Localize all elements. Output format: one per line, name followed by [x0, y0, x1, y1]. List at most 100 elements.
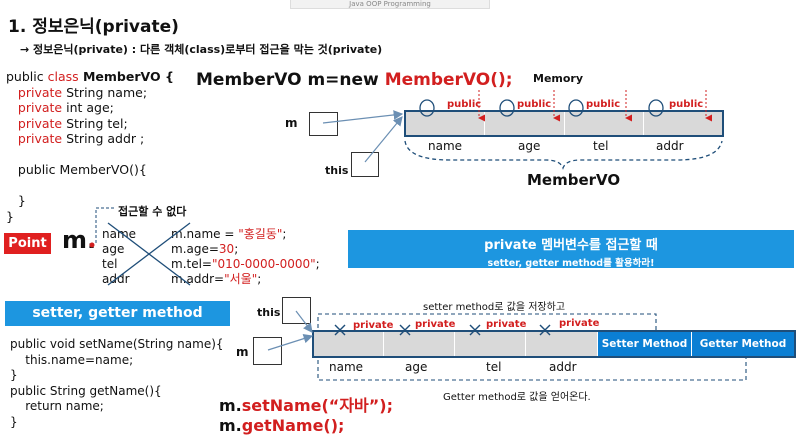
banner-line2: setter, getter method를 활용하라! — [487, 258, 655, 269]
code-line: this.name=name; — [10, 352, 134, 367]
point-field: addr — [102, 272, 130, 286]
call-var: m. — [219, 396, 242, 415]
point-badge-text: Point — [8, 236, 47, 251]
field-label-addr: addr — [656, 139, 684, 153]
header-caption-bar: Java OOP Programming — [290, 0, 490, 9]
assign-value: "홍길동" — [238, 227, 283, 241]
public-label: public — [586, 99, 621, 110]
memory-label: Memory — [533, 72, 584, 85]
code-field: String name; — [62, 84, 148, 100]
code-public: public — [6, 69, 48, 84]
code-field: String addr ; — [62, 131, 145, 146]
point-assign-list: m.name = "홍길동"; m.age=30; m.tel="010-000… — [171, 227, 320, 287]
field-line: private String addr ; — [6, 131, 174, 147]
setter-getter-heading-text: setter, getter method — [32, 305, 203, 321]
code-private-keyword: private — [17, 115, 63, 131]
assign-line: m.tel="010-0000-0000"; — [171, 257, 320, 272]
member-memory-block-2: Setter Method Getter Method — [312, 330, 796, 358]
code-class-keyword: class — [47, 69, 79, 84]
private-label: private — [415, 319, 456, 330]
header-caption: Java OOP Programming — [349, 0, 431, 8]
banner-line1: private 멤버변수를 접근할 때 — [484, 238, 658, 253]
access-hint-banner: private 멤버변수를 접근할 때 setter, getter metho… — [348, 230, 794, 269]
this-reference-box — [351, 152, 379, 177]
memory2-cell-age — [384, 332, 455, 356]
m-reference-box-2 — [253, 337, 282, 365]
new-statement: MemberVO m=new MemberVO(); — [196, 70, 513, 90]
title-number: 1. — [8, 17, 27, 37]
method-calls: m.setName(“자바”); m.getName(); — [219, 396, 393, 436]
assign-target: m.tel= — [171, 257, 212, 271]
no-access-label: 접근할 수 없다 — [118, 205, 187, 218]
code-private-keyword: private — [17, 84, 63, 100]
getter-method-cell: Getter Method — [692, 332, 794, 356]
page-subtitle: → 정보은닉(private) : 다른 객체(class)로부터 접근을 막는… — [20, 43, 383, 56]
field2-label-addr: addr — [549, 360, 577, 374]
field-line: private int age; — [6, 100, 174, 116]
memory2-cell-tel — [455, 332, 526, 356]
public-label: public — [517, 99, 552, 110]
code-field: String tel; — [62, 115, 128, 131]
class-declaration: public class MemberVO { — [6, 69, 174, 85]
assign-target: m.name = — [171, 227, 239, 241]
field2-label-name: name — [329, 360, 364, 374]
assign-target: m.age= — [171, 242, 219, 256]
this-label: this — [325, 164, 349, 177]
member-memory-block — [404, 110, 724, 137]
code-line: } — [10, 414, 18, 429]
assign-line: m.age=30; — [171, 242, 320, 257]
code-field: int age; — [62, 100, 114, 115]
statement-left: MemberVO m=new — [196, 70, 385, 90]
code-private-keyword: private — [17, 100, 63, 115]
get-call: m.getName(); — [219, 416, 393, 436]
assign-end: ; — [315, 257, 320, 271]
memory-cell-age — [485, 112, 565, 135]
private-label: private — [486, 319, 527, 330]
this-label-2: this — [257, 306, 281, 319]
public-label: public — [447, 99, 482, 110]
memory2-cell-addr — [526, 332, 598, 356]
field-label-name: name — [428, 139, 463, 153]
m-label: m — [285, 116, 298, 130]
constructor-line: public MemberVO(){ — [6, 162, 174, 178]
field-line: private String tel; — [6, 116, 174, 132]
constructor-close: } — [6, 193, 174, 209]
class-close: } — [6, 209, 174, 225]
private-label: private — [353, 320, 394, 331]
assign-end: ; — [234, 242, 239, 256]
getter-path — [317, 358, 747, 381]
point-badge: Point — [4, 233, 51, 254]
assign-value: 30 — [218, 242, 235, 256]
class-code-block: public class MemberVO { private String n… — [6, 69, 174, 224]
field-line: private String name; — [6, 85, 174, 101]
setter-caption: setter method로 값을 저장하고 — [423, 302, 566, 313]
field2-label-age: age — [405, 360, 428, 374]
assign-end: ; — [282, 227, 287, 241]
title-text: 정보은닉(private) — [32, 17, 179, 37]
setter-method-label: Setter Method — [601, 338, 688, 350]
set-call: m.setName(“자바”); — [219, 396, 393, 416]
point-field: tel — [102, 257, 118, 271]
point-field: age — [102, 242, 125, 256]
point-var-text: m. — [62, 226, 97, 254]
point-field: name — [102, 227, 137, 241]
set-call-text: setName(“자바”); — [241, 396, 393, 415]
point-variable: m. — [62, 226, 96, 254]
call-var: m. — [219, 416, 242, 435]
getter-method-label: Getter Method — [699, 338, 787, 350]
assign-value: "서울" — [224, 272, 258, 286]
setter-getter-code: public void setName(String name){ this.n… — [10, 337, 224, 430]
getter-caption: Getter method로 값을 얻어온다. — [443, 392, 591, 403]
statement-right: MemberVO(); — [384, 70, 513, 90]
memory2-cell-name — [314, 332, 384, 356]
setter-getter-heading: setter, getter method — [5, 301, 230, 326]
assign-line: m.addr="서울"; — [171, 272, 320, 287]
code-class-name: MemberVO { — [78, 69, 174, 84]
code-brace: } — [17, 193, 26, 208]
field-label-age: age — [518, 139, 541, 153]
m-reference-box — [309, 112, 338, 136]
code-line: } — [10, 368, 18, 382]
memberVO-brace-label: MemberVO — [527, 171, 621, 189]
point-field-list: name age tel addr — [102, 227, 136, 287]
get-call-text: getName(); — [241, 416, 345, 435]
